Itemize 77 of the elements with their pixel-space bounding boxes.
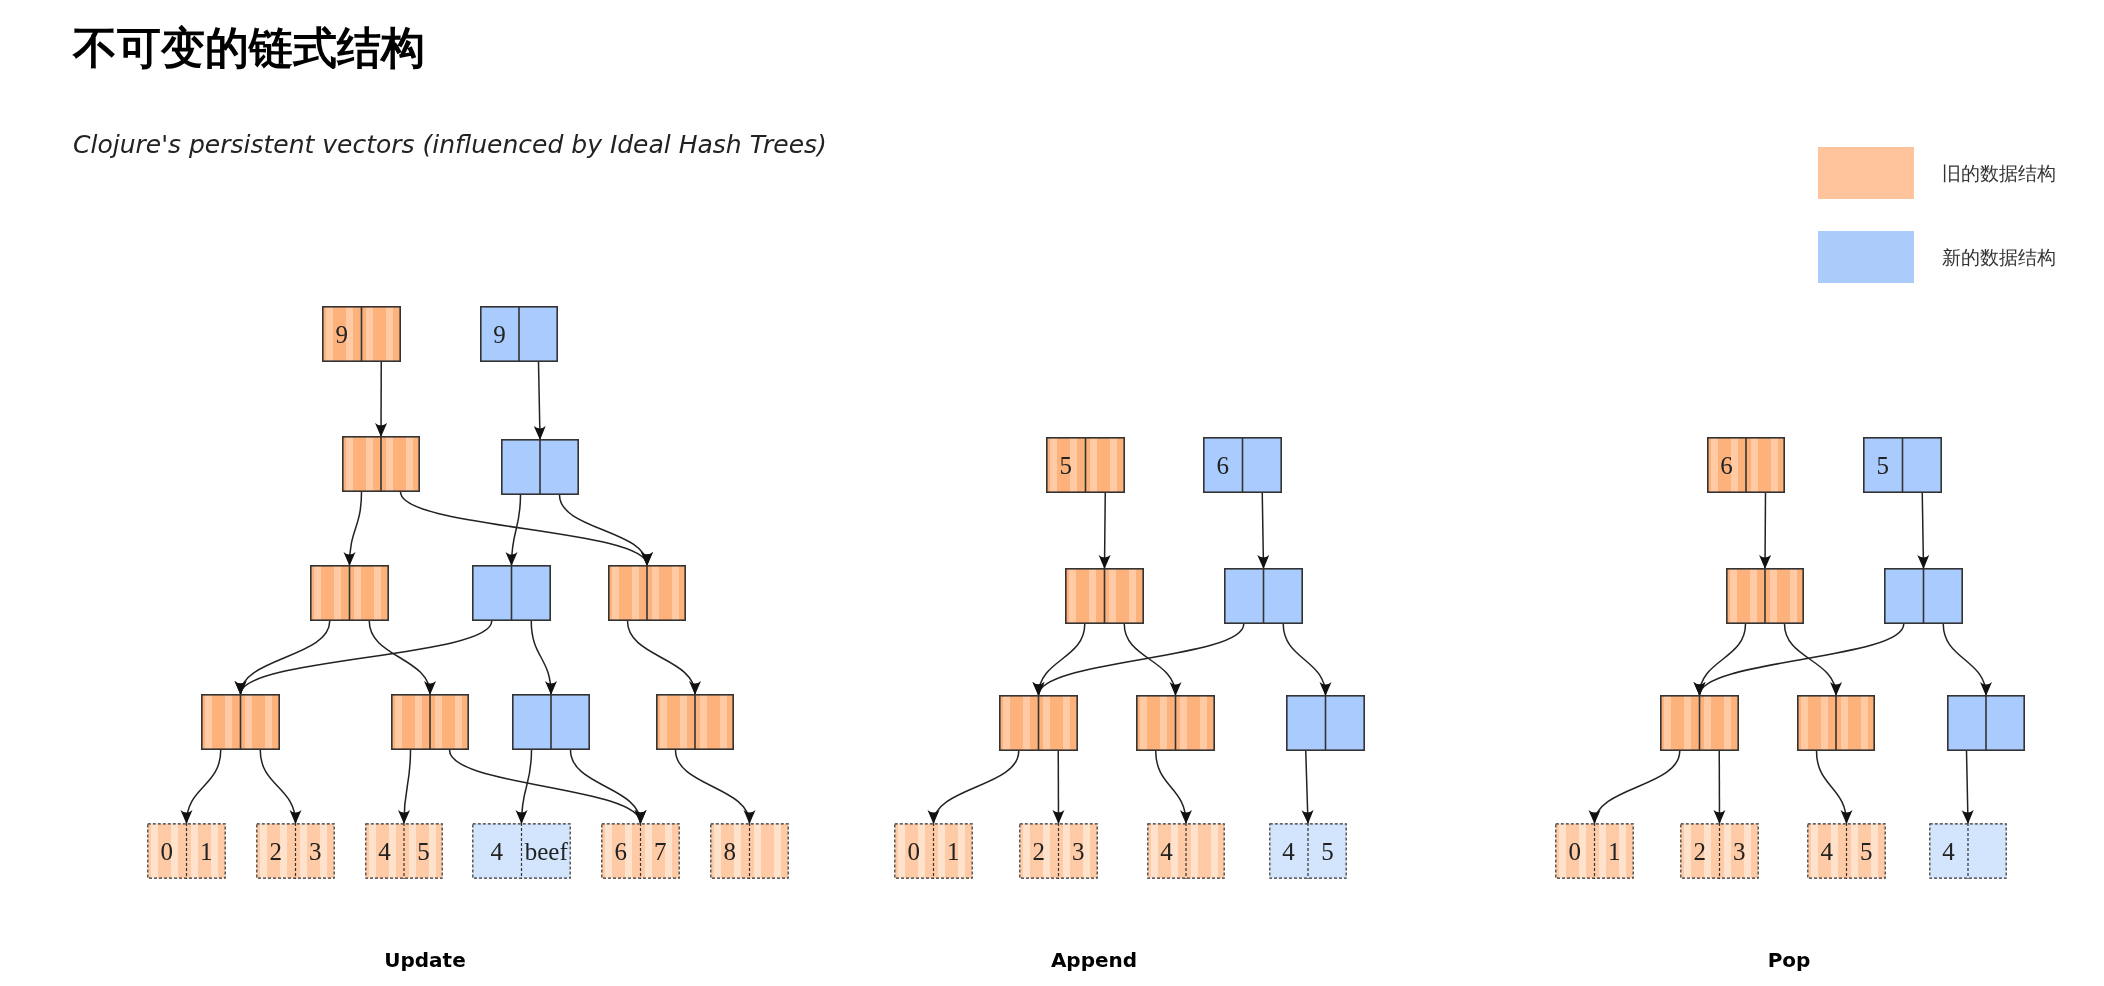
cell-value: 2 [269,838,282,864]
cell-value: 0 [907,838,920,864]
vector-node [1147,823,1225,879]
vector-node [1797,695,1875,751]
vector-node [1680,823,1759,879]
cell-value: 4 [1942,838,1955,864]
cell-value: 1 [1608,838,1621,864]
vector-node [1726,568,1804,624]
vector-node [1707,437,1785,493]
cell-value: 1 [200,838,213,864]
cell-value: 5 [1860,838,1873,864]
vector-node [501,439,579,495]
vector-node [1269,823,1347,879]
vector-node [1947,695,2025,751]
cell-value: beef [524,838,568,864]
cell-value: 1 [947,838,960,864]
vector-node [472,823,571,879]
vector-node [608,565,686,621]
cell-value: 4 [1820,838,1833,864]
vector-node [1863,437,1942,493]
cell-value: 5 [1876,452,1889,478]
cell-value: 3 [1072,838,1085,864]
cell-value: 5 [1059,452,1072,478]
vector-node [342,436,420,492]
vector-node [1884,568,1963,624]
vector-node [656,694,734,750]
vector-node [1065,568,1144,624]
vector-node [1660,695,1739,751]
vector-node [894,823,973,879]
cell-value: 9 [335,321,348,347]
cell-value: 2 [1032,838,1045,864]
vector-node [310,565,389,621]
legend-label: 新的数据结构 [1942,245,2056,270]
vector-node [710,823,789,879]
vector-node [322,306,401,362]
vector-node [1224,568,1303,624]
cell-value: 4 [490,838,503,864]
vector-node [1136,695,1215,751]
vector-node [1203,437,1282,493]
vector-node [1807,823,1886,879]
vector-node [201,694,280,750]
cell-value: 8 [723,838,736,864]
vector-node [391,694,469,750]
vector-node [147,823,226,879]
cell-value: 7 [654,838,667,864]
vector-node [601,823,680,879]
cell-value: 2 [1693,838,1706,864]
vector-node [1286,695,1365,751]
vector-node [1929,823,2007,879]
cell-value: 4 [1282,838,1295,864]
vector-node [1046,437,1125,493]
cell-value: 6 [1216,452,1229,478]
cell-value: 0 [1568,838,1581,864]
cell-value: 5 [1321,838,1334,864]
vector-node [512,694,590,750]
vector-node [472,565,551,621]
vector-node [1019,823,1098,879]
legend-label: 旧的数据结构 [1942,161,2056,186]
cell-value: 4 [378,838,391,864]
cell-value: 6 [1720,452,1733,478]
panel-caption: Append [1050,948,1138,972]
title: 不可变的链式结构 [73,22,425,75]
cell-value: 3 [1733,838,1746,864]
panel-caption: Pop [1767,948,1811,972]
panel-caption: Update [384,948,466,972]
cell-value: 5 [417,838,430,864]
cell-value: 9 [493,321,506,347]
cell-value: 0 [160,838,173,864]
cell-value: 4 [1160,838,1173,864]
vector-node [480,306,558,362]
subtitle: Clojure's persistent vectors (influenced by Ideal Hash Trees) [73,130,827,159]
cell-value: 3 [309,838,322,864]
vector-node [1555,823,1634,879]
cell-value: 6 [614,838,627,864]
vector-node [256,823,335,879]
vector-node [365,823,443,879]
vector-node [999,695,1078,751]
